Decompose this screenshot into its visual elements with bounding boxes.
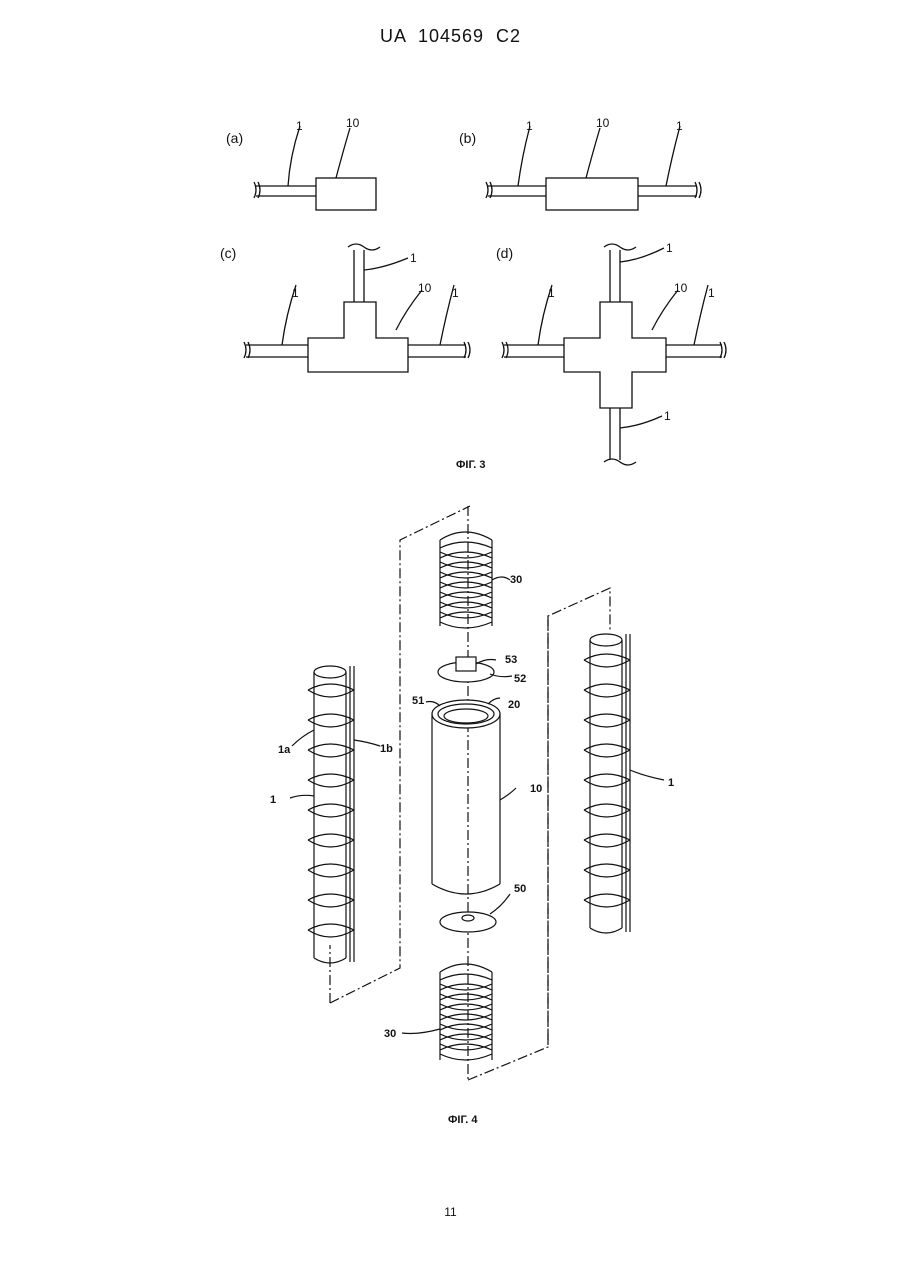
fig3-tag-a: (a) (226, 130, 243, 146)
fig3-d-label-1-bottom: 1 (664, 409, 671, 423)
fig3-tag-c: (c) (220, 245, 236, 261)
fig3-caption: ФІГ. 3 (456, 459, 486, 471)
fig3-d-label-1-top: 1 (666, 241, 673, 255)
fig3-tag-d: (d) (496, 245, 513, 261)
left-rebar (290, 666, 380, 963)
fig3-c-label-10: 10 (418, 281, 432, 295)
fig4-label-53: 53 (505, 654, 517, 666)
fig4-label-1-right: 1 (668, 777, 674, 789)
fig3-b-label-1-right: 1 (676, 119, 683, 133)
fig3-d-label-10: 10 (674, 281, 688, 295)
fig3-c-label-1-left: 1 (292, 286, 299, 300)
fig4-label-1-left: 1 (270, 794, 276, 806)
right-rebar (584, 634, 664, 933)
fig3-c-label-1-right: 1 (452, 286, 459, 300)
fig3-c-label-1-top: 1 (410, 251, 417, 265)
fig3-tag-b: (b) (459, 130, 476, 146)
fig4-label-50: 50 (514, 883, 526, 895)
top-spring (440, 532, 492, 628)
fig4-label-52: 52 (514, 673, 526, 685)
fig4-label-30-bottom: 30 (384, 1028, 396, 1040)
fig4-label-20: 20 (508, 699, 520, 711)
fig4-label-1b: 1b (380, 743, 393, 755)
fig4-caption: ФІГ. 4 (448, 1114, 478, 1126)
fig3-d-label-1-right: 1 (708, 286, 715, 300)
fig4-label-51: 51 (412, 695, 424, 707)
fig4-label-1a: 1a (278, 744, 291, 756)
fig4-label-30-top: 30 (510, 574, 522, 586)
bottom-spring (402, 964, 492, 1060)
figure-4: 30 53 52 51 20 10 50 30 1a 1b 1 1 (0, 480, 901, 1120)
fig4-label-10: 10 (530, 783, 542, 795)
fig3-d-label-1-left: 1 (548, 286, 555, 300)
figure-3: (a) 1 10 (b) 1 10 1 (c) 1 1 10 1 (d) 1 1… (0, 0, 901, 480)
fig3-b-label-1: 1 (526, 119, 533, 133)
fig3-a-label-10: 10 (346, 116, 360, 130)
fig3-b-label-10: 10 (596, 116, 610, 130)
page-number: 11 (0, 1205, 901, 1219)
fig3-a-label-1: 1 (296, 119, 303, 133)
